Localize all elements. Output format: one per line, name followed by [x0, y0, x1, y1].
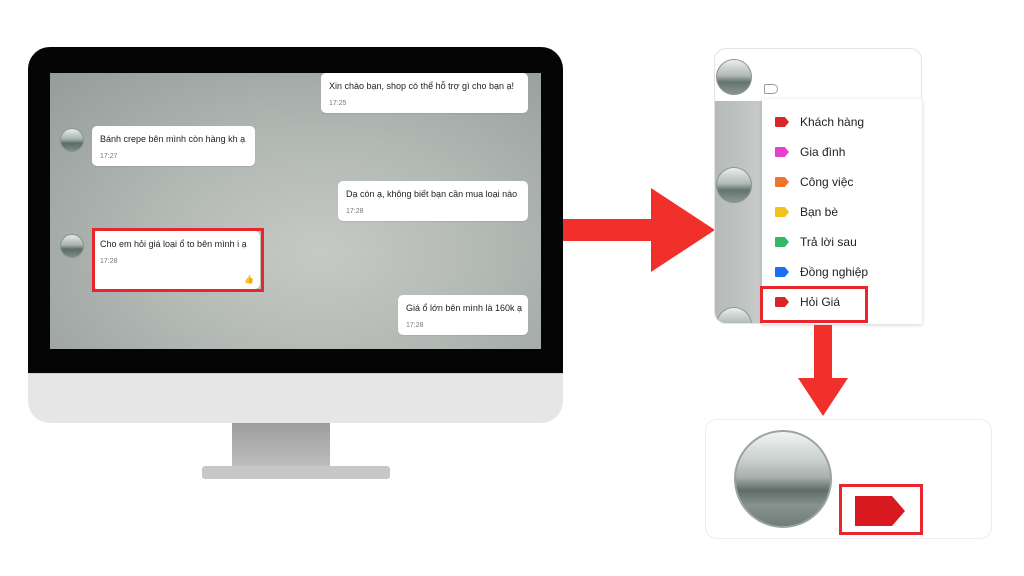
contact-avatar[interactable]	[60, 128, 84, 152]
menu-item-label: Khách hàng	[800, 115, 865, 129]
message-text: Bánh crepe bên mình còn hàng kh ạ	[100, 134, 246, 144]
monitor: Xin chào bạn, shop có thể hỗ trợ gì cho …	[28, 47, 563, 423]
chat-message-outgoing[interactable]: Xin chào bạn, shop có thể hỗ trợ gì cho …	[321, 73, 528, 113]
highlight-box-menu-item	[760, 286, 868, 323]
arrow-right-icon	[563, 219, 655, 241]
chat-screen: Xin chào bạn, shop có thể hỗ trợ gì cho …	[50, 73, 541, 349]
menu-item-gia-dinh[interactable]: Gia đình	[762, 137, 922, 167]
menu-item-ban-be[interactable]: Bạn bè	[762, 197, 922, 227]
tag-icon	[775, 117, 789, 127]
tag-icon	[775, 297, 789, 307]
chat-message-outgoing[interactable]: Giá ổ lớn bên mình là 160k ạ 17:28	[398, 295, 528, 335]
monitor-stand	[232, 423, 330, 471]
tag-icon	[775, 177, 789, 187]
monitor-bezel: Xin chào bạn, shop có thể hỗ trợ gì cho …	[28, 47, 563, 373]
message-text: Dạ còn ạ, không biết bạn cần mua loại nà…	[346, 189, 518, 199]
contact-avatar[interactable]	[60, 234, 84, 258]
contact-avatar[interactable]	[716, 167, 752, 203]
menu-item-khach-hang[interactable]: Khách hàng	[762, 107, 922, 137]
monitor-chin	[28, 373, 563, 423]
menu-item-label: Hỏi Giá	[800, 295, 841, 309]
message-time: 17:27	[100, 153, 118, 160]
contact-avatar-large[interactable]	[734, 430, 832, 528]
highlight-box-tag	[839, 484, 923, 535]
thumbs-up-icon[interactable]: 👍	[244, 275, 254, 284]
monitor-stand-base	[202, 466, 390, 479]
arrow-down-icon	[814, 325, 832, 380]
menu-item-label: Đồng nghiệp	[800, 265, 869, 279]
chat-message-incoming[interactable]: Bánh crepe bên mình còn hàng kh ạ 17:27	[92, 126, 255, 166]
contact-avatar[interactable]	[716, 59, 752, 95]
message-text: Xin chào bạn, shop có thể hỗ trợ gì cho …	[329, 81, 515, 91]
message-text: Giá ổ lớn bên mình là 160k ạ	[406, 303, 522, 313]
chat-message-outgoing[interactable]: Dạ còn ạ, không biết bạn cần mua loại nà…	[338, 181, 528, 221]
menu-item-label: Trả lời sau	[800, 235, 857, 249]
arrow-right-head-icon	[651, 188, 715, 272]
menu-item-label: Gia đình	[800, 145, 846, 159]
chat-message-incoming-highlighted[interactable]: Cho em hỏi giá loại ổ to bên mình i ạ 17…	[92, 231, 260, 289]
arrow-down-head-icon	[798, 378, 848, 416]
chat-background-strip	[715, 101, 763, 323]
menu-item-dong-nghiep[interactable]: Đồng nghiệp	[762, 257, 922, 287]
menu-item-label: Bạn bè	[800, 205, 839, 219]
menu-item-tra-loi-sau[interactable]: Trả lời sau	[762, 227, 922, 257]
message-time: 17:25	[329, 100, 347, 107]
message-time: 17:28	[100, 258, 118, 265]
message-time: 17:28	[406, 322, 424, 329]
menu-item-hoi-gia[interactable]: Hỏi Giá	[762, 287, 922, 317]
highlight-box-message	[92, 228, 264, 292]
tag-icon	[775, 267, 789, 277]
label-tag-icon[interactable]	[764, 84, 778, 94]
message-text: Cho em hỏi giá loại ổ to bên mình i ạ	[100, 239, 247, 249]
message-time: 17:28	[346, 208, 364, 215]
menu-item-cong-viec[interactable]: Công việc	[762, 167, 922, 197]
menu-item-label: Công việc	[800, 175, 854, 189]
tag-icon	[775, 207, 789, 217]
tag-icon	[775, 237, 789, 247]
tag-icon	[775, 147, 789, 157]
